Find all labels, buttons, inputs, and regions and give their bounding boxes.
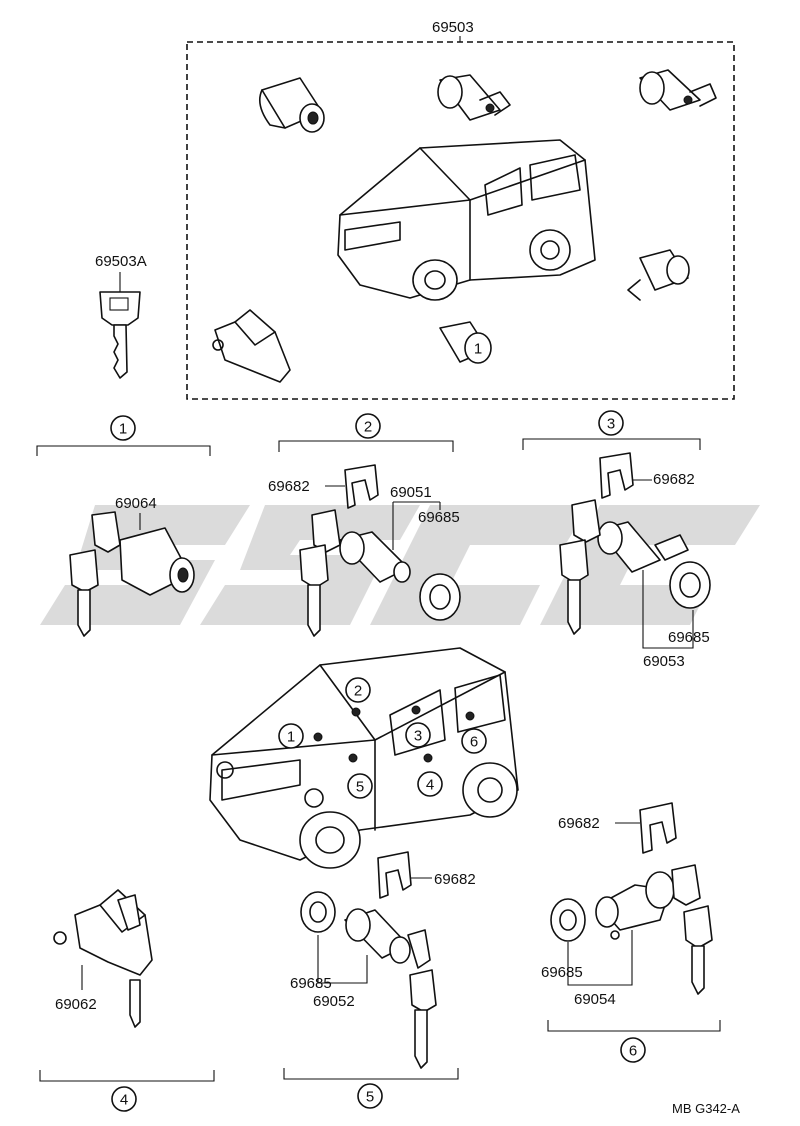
callout-circle-4 (111, 1086, 137, 1112)
part-69064: 69064 (115, 495, 157, 512)
car-callout-2: 2 (354, 683, 362, 700)
door-lock-cylinder-b (437, 74, 511, 121)
callout-1: 1 (119, 421, 127, 438)
door-lock-cylinder-g5 (344, 908, 437, 1069)
car-callout-circle-2 (345, 677, 371, 703)
door-lock-cylinder-a (259, 77, 325, 133)
ignition-switch-lock (53, 889, 153, 1028)
car-callout-circle-6 (461, 728, 487, 754)
callout-circle-5 (357, 1083, 383, 1109)
glove-box-cylinder: 1 (439, 321, 492, 364)
svg-text:1: 1 (474, 341, 482, 358)
lock-ring-g2 (419, 573, 461, 621)
car-callout-circle-3 (405, 722, 431, 748)
assembly-label: 69503 (432, 19, 474, 36)
car-callout-4: 4 (426, 777, 434, 794)
assembly-box (186, 41, 735, 400)
car-callout-5: 5 (356, 779, 364, 796)
callout-3: 3 (607, 416, 615, 433)
callout-circle-3 (598, 410, 624, 436)
part-69051: 69051 (390, 484, 432, 501)
car-callout-1: 1 (287, 729, 295, 746)
retainer-clip-g6 (639, 802, 677, 854)
car-callout-6: 6 (470, 734, 478, 751)
car-callout-circle-1 (278, 723, 304, 749)
vehicle-illustration-top (337, 139, 596, 301)
car-callout-3: 3 (414, 728, 422, 745)
master-key-icon (99, 291, 141, 379)
part-69685-g3: 69685 (668, 629, 710, 646)
callout-6: 6 (629, 1043, 637, 1060)
lock-ring-g6 (550, 898, 586, 942)
retainer-clip-g2 (344, 464, 379, 509)
retainer-clip-g5 (377, 851, 412, 899)
vehicle-illustration-middle (209, 647, 519, 869)
part-69062: 69062 (55, 996, 97, 1013)
callout-circle-1 (110, 415, 136, 441)
diagram-reference: MB G342-A (672, 1101, 740, 1116)
door-lock-cylinder-d (627, 249, 690, 301)
part-69685-g2: 69685 (418, 509, 460, 526)
door-lock-cylinder-g6 (595, 864, 713, 995)
part-69682-g2: 69682 (268, 478, 310, 495)
part-69053: 69053 (643, 653, 685, 670)
ignition-lock-in-assembly (212, 309, 291, 383)
part-69685-g5: 69685 (290, 975, 332, 992)
door-lock-cylinder-g2 (299, 509, 411, 637)
key-label: 69503A (95, 253, 147, 270)
part-69054: 69054 (574, 991, 616, 1008)
retainer-clip-g3 (599, 452, 634, 499)
door-lock-cylinder-g3 (559, 499, 689, 635)
callout-circle-2 (355, 413, 381, 439)
glove-compartment-lock (69, 511, 195, 637)
door-lock-cylinder-c (639, 69, 717, 111)
callout-circle-6 (620, 1037, 646, 1063)
part-69052: 69052 (313, 993, 355, 1010)
lock-ring-g5 (300, 891, 336, 933)
part-69682-g5: 69682 (434, 871, 476, 888)
car-callout-circle-5 (347, 773, 373, 799)
part-69685-g6: 69685 (541, 964, 583, 981)
part-69682-g3: 69682 (653, 471, 695, 488)
callout-4: 4 (120, 1092, 128, 1109)
part-69682-g6: 69682 (558, 815, 600, 832)
callout-2: 2 (364, 419, 372, 436)
lock-ring-g3 (669, 561, 711, 609)
car-callout-circle-4 (417, 771, 443, 797)
callout-5: 5 (366, 1089, 374, 1106)
